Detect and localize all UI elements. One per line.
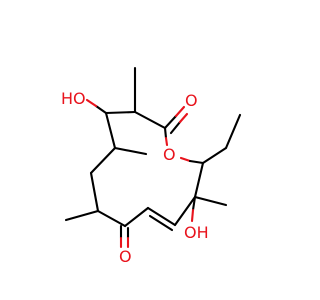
bond-c4-ethyl-1 bbox=[201, 146, 228, 165]
bond-c2-oring-red bbox=[164, 136, 169, 147]
bond-oring-c4 bbox=[188, 159, 205, 165]
bond-c12-oh-red bbox=[85, 98, 98, 108]
bond-c12-oh bbox=[94, 104, 108, 115]
carbonyl-lactone-oxygen-label: O bbox=[185, 91, 198, 110]
ketone-oxygen-label: O bbox=[119, 247, 132, 266]
bond-c6-c5 bbox=[173, 195, 197, 227]
oxygen-bonds bbox=[85, 98, 205, 249]
bond-c12-c11 bbox=[104, 111, 117, 150]
bond-c7-c6-second bbox=[148, 214, 174, 232]
bond-c2-o-double-b bbox=[169, 120, 182, 135]
bonds bbox=[64, 66, 242, 232]
hydroxyl-top-label: HO bbox=[61, 89, 86, 108]
bond-c11-methyl bbox=[113, 146, 148, 156]
bond-c2-oring bbox=[163, 126, 168, 140]
bond-c7-c6 bbox=[146, 206, 177, 227]
molecule-diagram: HO O O O OH bbox=[61, 66, 242, 266]
bond-c2-o-double-a-red bbox=[174, 105, 186, 118]
bond-c2-o-double-a bbox=[163, 114, 178, 130]
bond-c11-c10 bbox=[89, 146, 117, 175]
bond-c1-c12 bbox=[104, 110, 137, 115]
bond-c5-c4 bbox=[193, 161, 205, 199]
structure-canvas: HO O O O OH bbox=[61, 66, 242, 266]
bond-c9-c8 bbox=[96, 209, 127, 228]
atom-labels: HO O O O OH bbox=[61, 89, 209, 266]
bond-c8-c7 bbox=[123, 206, 150, 228]
bond-c4-ethyl-2 bbox=[224, 113, 242, 150]
bond-c10-c9 bbox=[89, 171, 100, 213]
hydroxyl-bottom-label: OH bbox=[184, 223, 209, 242]
bond-oring-c4-red bbox=[179, 156, 192, 163]
bond-c1-c2 bbox=[133, 110, 167, 130]
bond-c5-oh-red bbox=[190, 208, 195, 223]
bond-c2-o-double-b-red bbox=[178, 112, 189, 124]
bond-c5-oh bbox=[191, 195, 197, 212]
bond-c5-methyl bbox=[193, 195, 228, 207]
bond-c9-methyl bbox=[64, 209, 100, 222]
ring-oxygen-label: O bbox=[163, 145, 176, 164]
